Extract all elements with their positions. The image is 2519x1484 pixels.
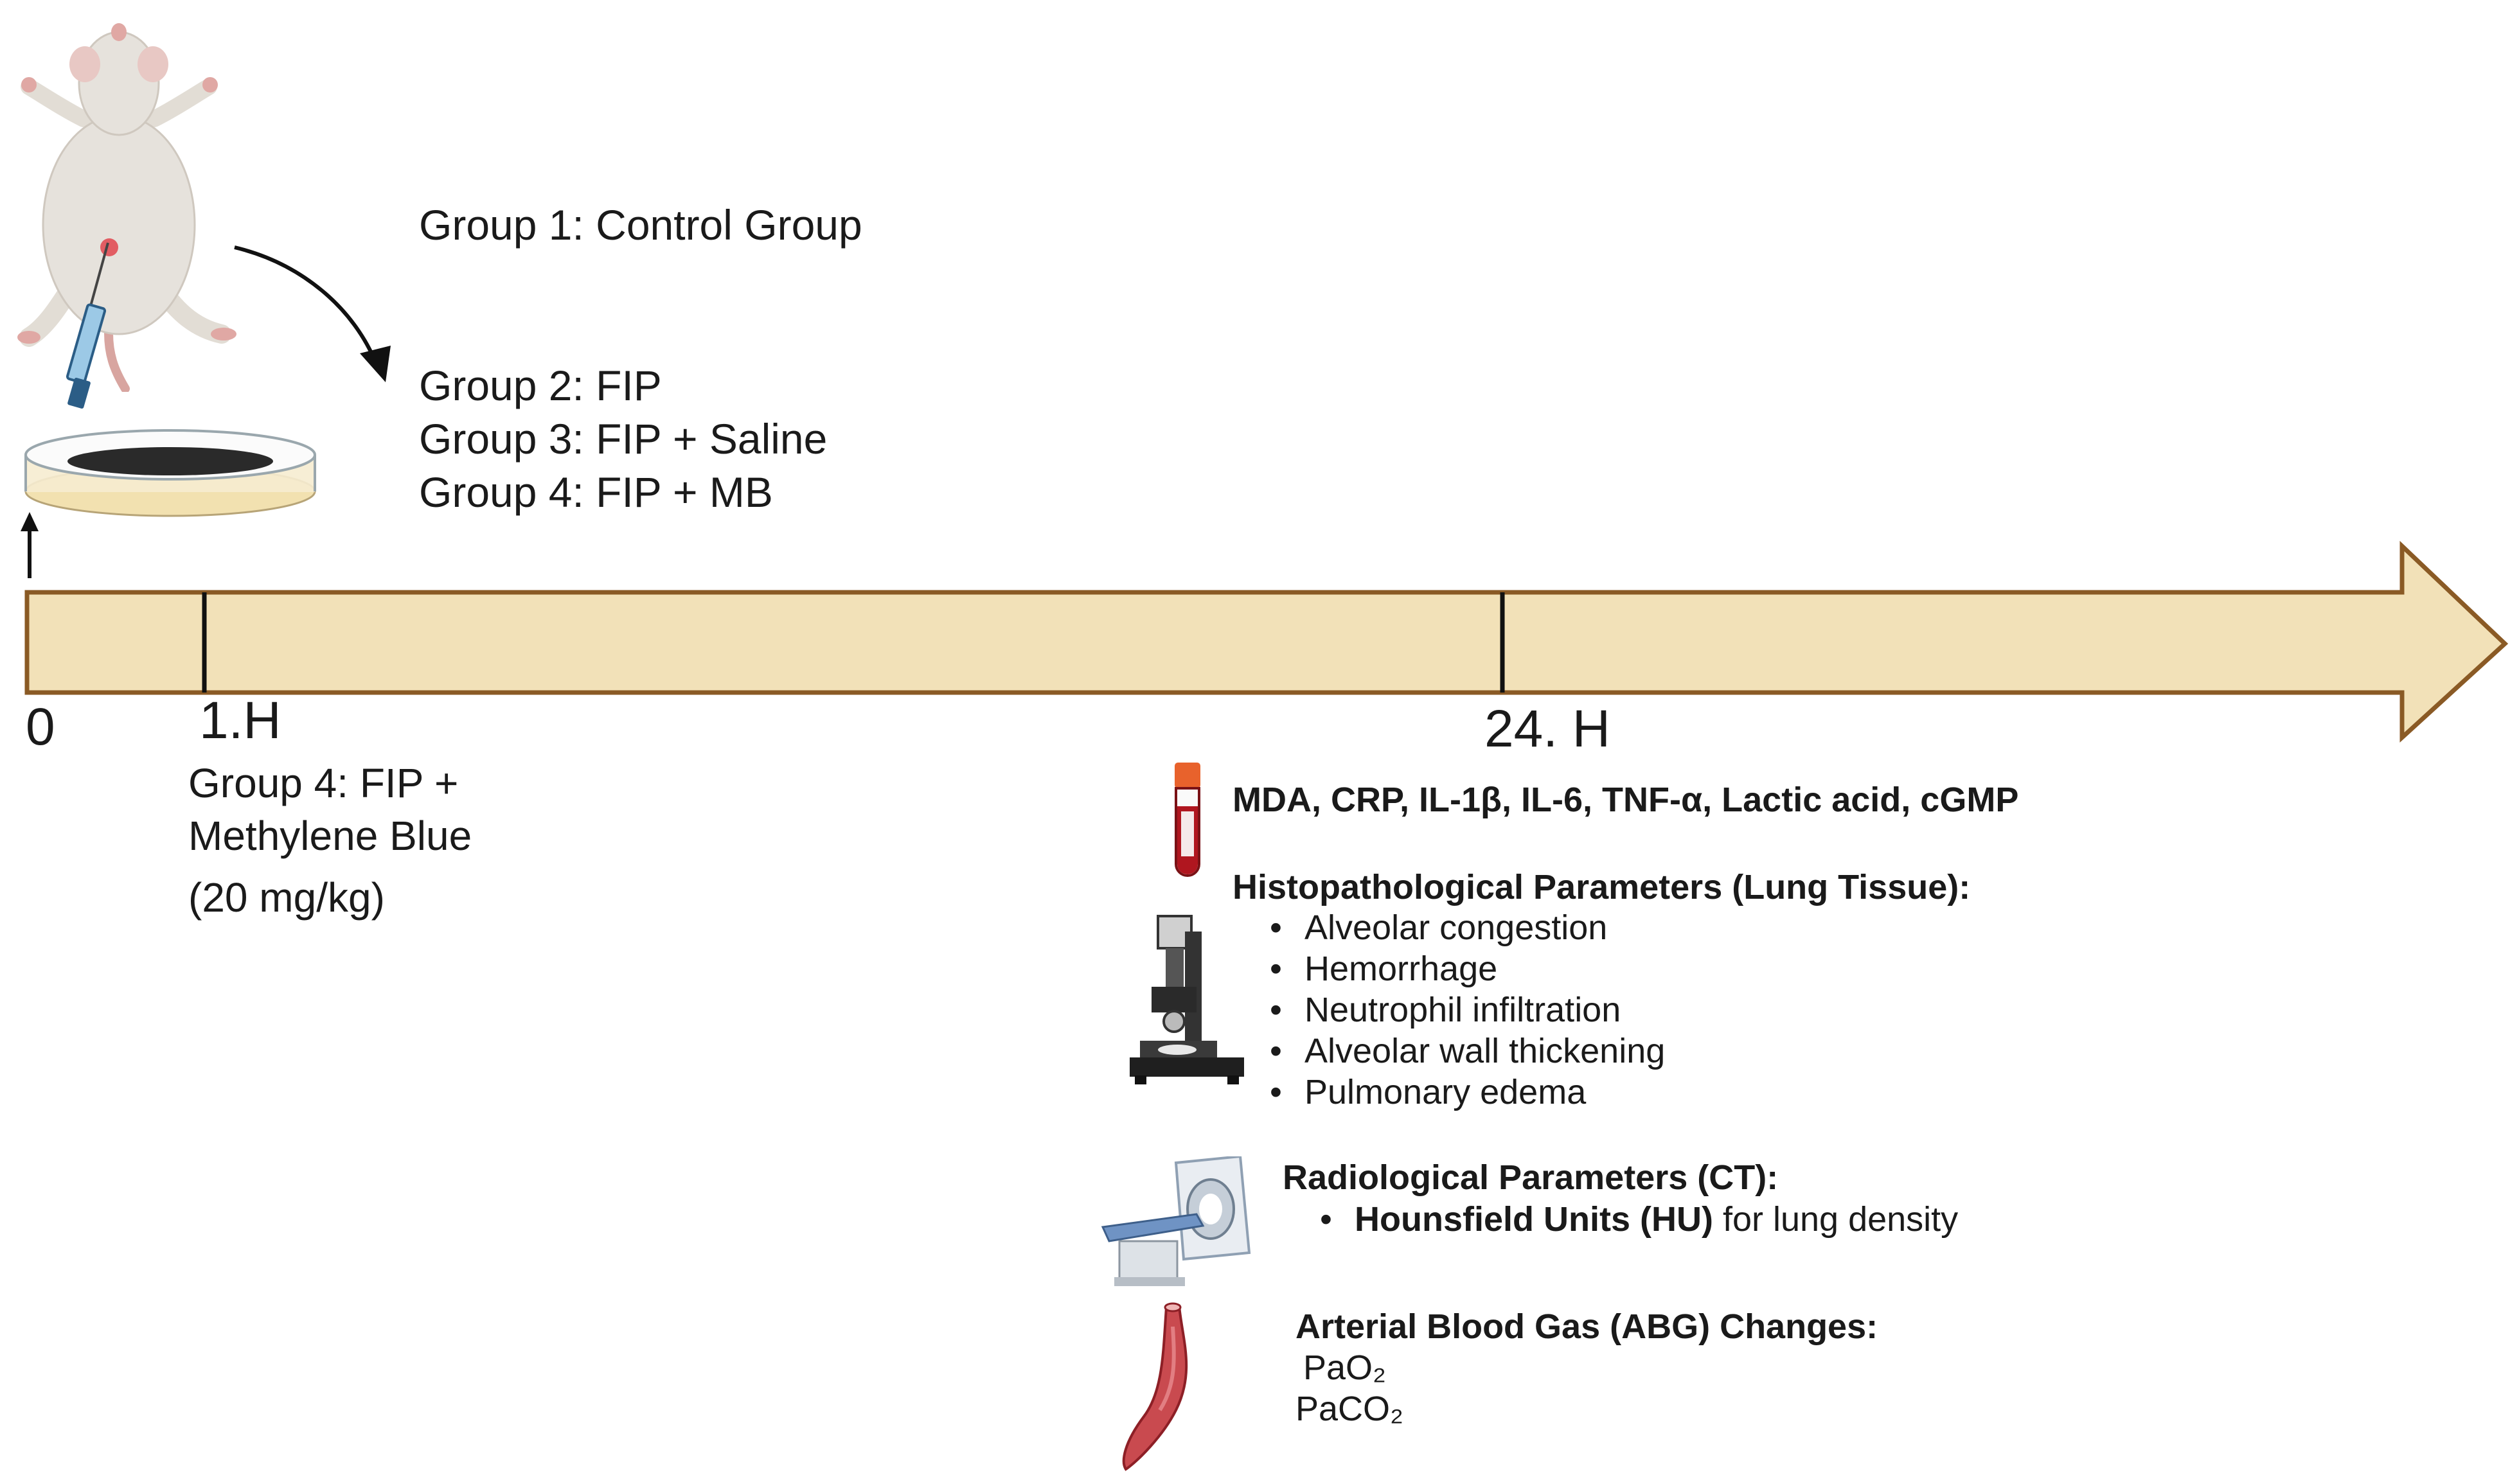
histo-title: Histopathological Parameters (Lung Tissu… [1233,868,1971,906]
blood-tube-icon [1175,763,1200,877]
radio-item-rest: for lung density [1713,1200,1959,1239]
abg-title: Arterial Blood Gas (ABG) Changes: [1295,1307,1878,1346]
treatment-dose: (20 mg/kg) [188,874,385,921]
curved-arrow-icon [234,245,391,382]
treatment-note: Group 4: FIP + Methylene Blue (20 mg/kg) [188,757,472,924]
syringe-icon [66,242,109,409]
group-4-label: Group 4: FIP + MB [419,468,773,516]
artery-icon [1122,1302,1188,1471]
petri-dish-icon [24,429,316,517]
abg-item-pao2: PaO₂ [1303,1348,1387,1387]
radio-list: Hounsfield Units (HU) for lung density [1315,1199,1958,1240]
rat-icon [17,23,236,392]
group-3-label: Group 3: FIP + Saline [419,415,828,463]
group-2-label: Group 2: FIP [419,362,662,409]
radio-item: Hounsfield Units (HU) for lung density [1315,1199,1958,1240]
blood-markers: MDA, CRP, IL-1β, IL-6, TNF-α, Lactic aci… [1233,781,2019,819]
treatment-line-2: Methylene Blue [188,813,472,859]
group-1-label: Group 1: Control Group [419,201,862,249]
microscope-icon [1130,915,1244,1084]
abg-item-paco2: PaCO₂ [1295,1390,1404,1428]
timeline-arrow [24,540,2509,743]
tick-label-0: 0 [26,698,55,756]
histo-list: Alveolar congestion Hemorrhage Neutrophi… [1265,907,1665,1113]
histo-item: Alveolar wall thickening [1265,1030,1665,1072]
tick-label-1h: 1.H [199,691,281,750]
radio-item-bold: Hounsfield Units (HU) [1355,1200,1713,1239]
histo-item: Pulmonary edema [1265,1072,1665,1113]
radio-title: Radiological Parameters (CT): [1283,1158,1779,1197]
up-arrow-icon [21,512,39,578]
histo-item: Hemorrhage [1265,948,1665,989]
histo-item: Alveolar congestion [1265,907,1665,948]
histo-item: Neutrophil infiltration [1265,989,1665,1030]
tick-label-24h: 24. H [1484,700,1610,758]
treatment-line-1: Group 4: FIP + [188,760,459,806]
ct-scanner-icon [1101,1156,1251,1286]
